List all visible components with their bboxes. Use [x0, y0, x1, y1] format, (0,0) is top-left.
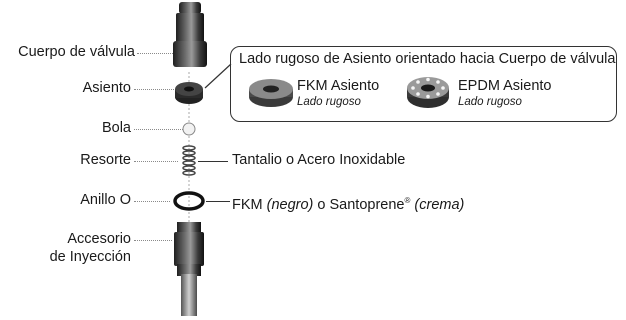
- spring-part: [182, 145, 196, 176]
- oring-material-fkm: FKM: [232, 196, 267, 213]
- fkm-seat-note: Lado rugoso: [297, 96, 361, 108]
- oring-material-fkm-color: (negro): [266, 196, 314, 213]
- leader-fitting: [134, 240, 172, 241]
- injection-fitting-part: [174, 222, 204, 316]
- label-valve-body: Cuerpo de válvula: [18, 44, 135, 60]
- valve-body-part: [173, 2, 207, 67]
- seat-orientation-callout: Lado rugoso de Asiento orientado hacia C…: [230, 46, 617, 122]
- leader-oring: [134, 201, 170, 202]
- label-oring: Anillo O: [80, 192, 131, 208]
- label-spring: Resorte: [80, 152, 131, 168]
- label-ball: Bola: [101, 120, 131, 136]
- ball-part: [182, 122, 196, 136]
- fkm-seat-name: FKM Asiento: [297, 78, 380, 94]
- label-fitting-line1: Accesorio: [67, 231, 131, 247]
- seat-part: [175, 82, 203, 104]
- epdm-seat-icon: [407, 77, 449, 108]
- leader-seat: [134, 89, 176, 90]
- label-seat: Asiento: [82, 80, 131, 96]
- leader-ball: [134, 129, 183, 130]
- oring-material-text: FKM (negro) o Santoprene® (crema): [232, 192, 464, 214]
- leader-spring: [134, 161, 178, 162]
- leader-valve-body: [137, 53, 175, 54]
- fkm-seat-icon: [249, 79, 293, 107]
- label-fitting-line2: de Inyección: [49, 249, 131, 265]
- epdm-seat-note: Lado rugoso: [458, 96, 522, 108]
- leader-oring-material: [206, 201, 230, 202]
- registered-mark: ®: [404, 196, 411, 205]
- epdm-seat-name: EPDM Asiento: [458, 78, 552, 94]
- oring-part: [173, 191, 205, 211]
- leader-spring-material: [198, 161, 228, 162]
- oring-material-santoprene: o Santoprene: [313, 196, 405, 213]
- spring-material-text: Tantalio o Acero Inoxidable: [232, 152, 406, 168]
- oring-material-santoprene-color: (crema): [410, 196, 465, 213]
- callout-title: Lado rugoso de Asiento orientado hacia C…: [239, 51, 616, 67]
